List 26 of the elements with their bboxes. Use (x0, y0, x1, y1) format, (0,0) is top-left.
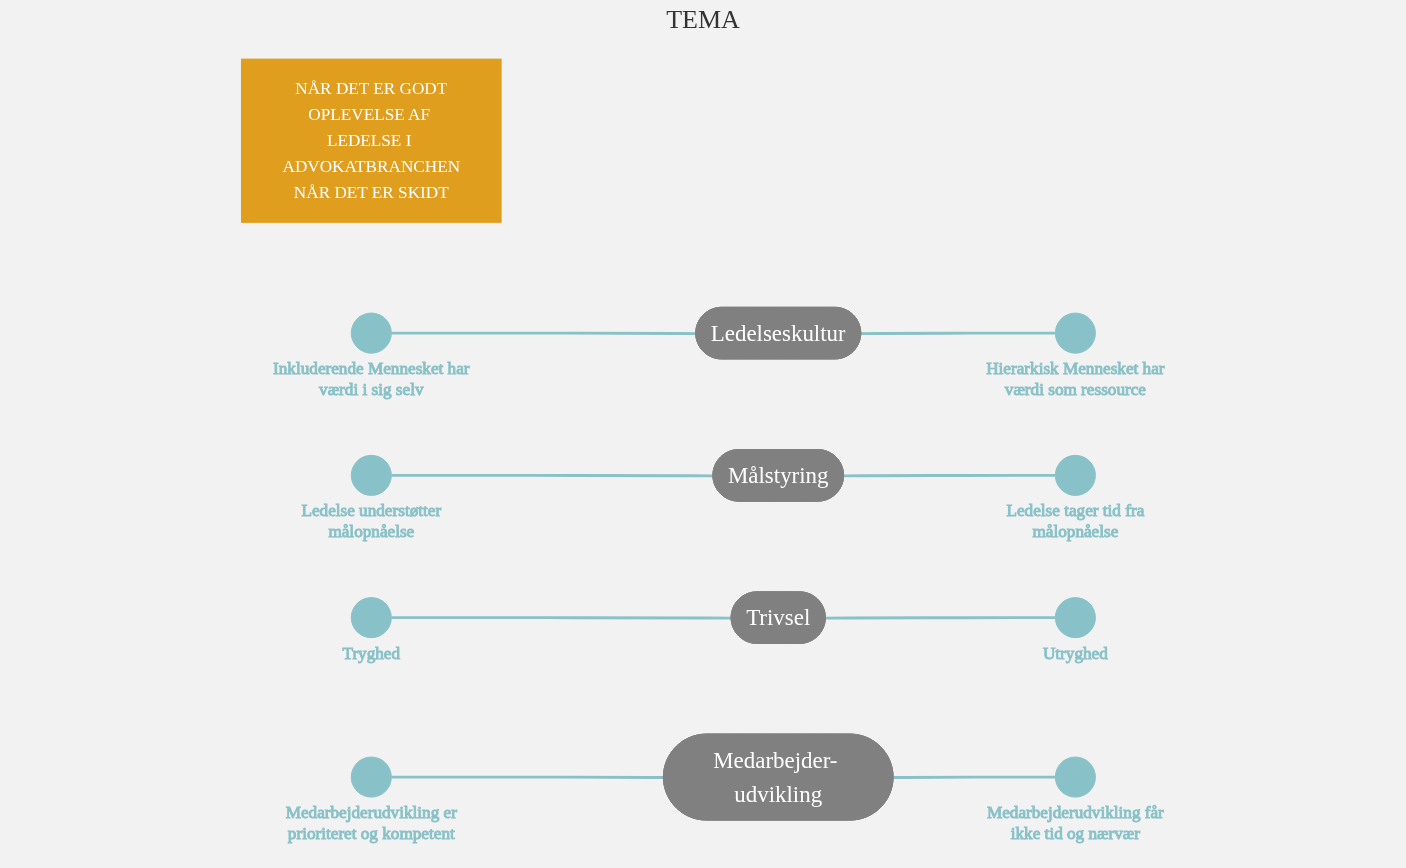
connector (893, 775, 1056, 779)
connector (391, 775, 664, 779)
caption-text: Inkluderende Mennesket har værdi i sig selv (273, 359, 470, 400)
caption-text: Utryghed (1042, 643, 1108, 663)
caption-text: Medarbejderudvikling får ikke tid og nærvær (986, 803, 1164, 844)
node-circle (350, 312, 392, 354)
node-circle (350, 597, 392, 639)
node-circle (1054, 312, 1096, 354)
node-box: NÅR DET ER GODT OPLEVELSE AF LEDELSE I ADVOKATBRANCHEN NÅR DET ER SKIDT (240, 58, 502, 223)
caption-text: Ledelse understøtter målopnåelse (301, 501, 442, 542)
connector (825, 616, 1056, 620)
node-circle (1054, 454, 1096, 496)
node-circle (1054, 597, 1096, 639)
node-circle (1054, 756, 1096, 798)
caption-text: Medarbejderudvikling er prioriteret og kompetent (285, 803, 457, 844)
caption-text: Hierarkisk Mennesket har værdi som ressource (986, 359, 1165, 400)
node-circle (350, 454, 392, 496)
heading-label: TEMA (666, 5, 740, 34)
caption-text: Ledelse tager tid fra målopnåelse (1006, 501, 1145, 542)
connector (391, 616, 732, 620)
connector (391, 331, 697, 335)
node-circle (350, 756, 392, 798)
connector (861, 331, 1056, 335)
connector (391, 473, 714, 478)
caption-text: Tryghed (342, 643, 401, 663)
connector (844, 473, 1056, 478)
